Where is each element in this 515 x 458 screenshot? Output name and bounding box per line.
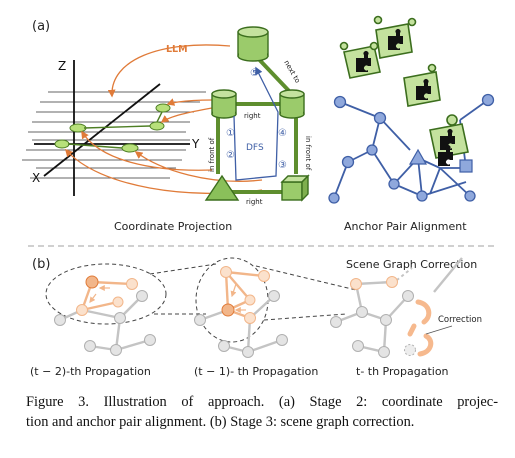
step-4: ④ <box>278 128 287 139</box>
llm-arrows <box>64 44 263 194</box>
cylinder-top <box>237 26 269 62</box>
propagation-graph-2 <box>194 257 288 358</box>
propagation-captions: (t − 2)-th Propagation (t − 1)- th Propa… <box>30 365 449 378</box>
figure-caption-line-2: tion and anchor pair alignment. (b) Stag… <box>26 414 415 430</box>
edge-label-bottom: right <box>246 198 263 206</box>
edge-label-top: right <box>244 112 261 120</box>
panel-a-label: (a) <box>32 19 50 34</box>
caption-coordinate-projection: Coordinate Projection <box>114 220 232 233</box>
propagation-graph-1 <box>45 263 167 356</box>
figure-caption-line-1: Figure 3. Illustration of approach. (a) … <box>26 394 498 410</box>
axis-y-label: Y <box>191 137 200 151</box>
cube-object <box>280 174 310 202</box>
step-1: ① <box>226 128 235 139</box>
cone-object <box>204 174 240 201</box>
puzzle-icons <box>356 28 455 166</box>
zoom-connectors <box>149 263 357 321</box>
projected-points <box>54 103 171 153</box>
figure-caption: Figure 3. Illustration of approach. (a) … <box>26 392 498 432</box>
cylinder-left <box>211 89 237 119</box>
edge-label-left: in front of <box>208 137 216 172</box>
anchor-cube <box>459 159 473 173</box>
caption-t-minus-1: (t − 1)- th Propagation <box>194 365 318 378</box>
coordinate-grid <box>22 91 206 179</box>
edge-label-diag: next to <box>282 59 301 84</box>
llm-label: LLM <box>166 44 188 55</box>
caption-anchor-pair-alignment: Anchor Pair Alignment <box>344 220 467 233</box>
anchor-cone <box>408 148 428 165</box>
edge-label-right: in front of <box>304 136 312 171</box>
axis-x-label: X <box>32 171 40 185</box>
propagation-graph-3 <box>330 257 463 358</box>
cylinder-right <box>279 89 305 119</box>
step-3: ③ <box>278 160 287 171</box>
correction-arrows <box>407 299 434 357</box>
caption-t: t- th Propagation <box>356 365 449 378</box>
dfs-path <box>233 66 279 181</box>
step-5: ⑤ <box>250 68 259 79</box>
step-2: ② <box>226 150 235 161</box>
caption-t-minus-2: (t − 2)-th Propagation <box>30 365 151 378</box>
axes <box>34 60 190 196</box>
dfs-step-numbers: ① ② ③ ④ ⑤ <box>226 68 287 171</box>
correction-label: Correction <box>438 315 482 325</box>
panel-b-label: (b) <box>32 257 50 272</box>
anchor-graph-nodes <box>328 93 495 204</box>
axis-z-label: Z <box>58 59 66 73</box>
scene-graph-correction-title: Scene Graph Correction <box>346 258 477 271</box>
dfs-label: DFS <box>246 143 264 153</box>
